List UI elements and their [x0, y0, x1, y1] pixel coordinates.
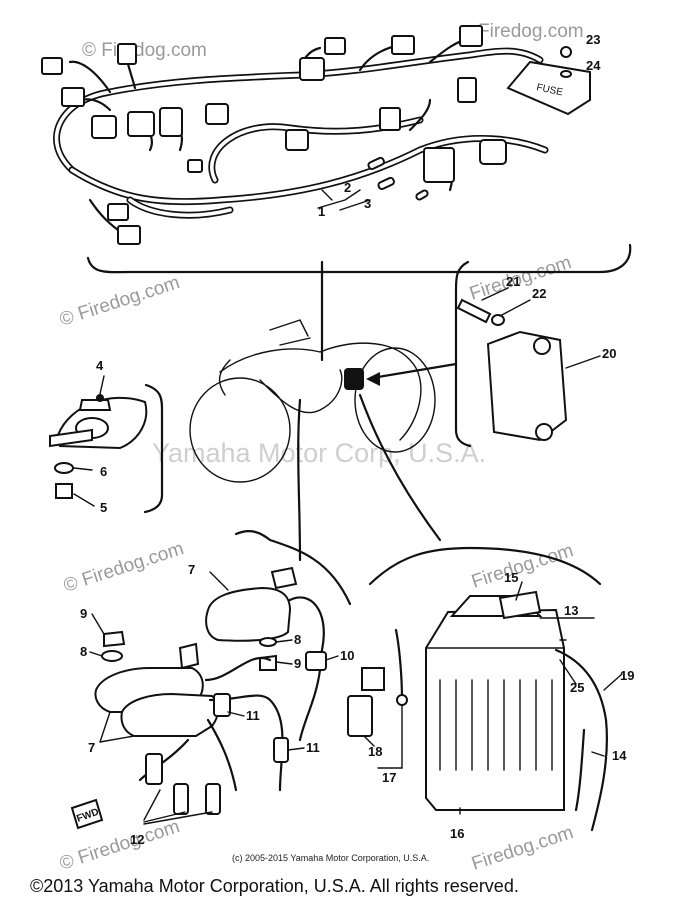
- group-bracket: [368, 546, 602, 586]
- callout-19: 19: [620, 668, 634, 683]
- callout-11: 11: [246, 708, 260, 723]
- callout-7: 7: [88, 740, 95, 755]
- watermark-yamaha: Yamaha Motor Corp, U.S.A.: [152, 438, 486, 468]
- leader-arrow: [370, 362, 458, 380]
- callout-2: 2: [344, 180, 351, 195]
- callout-4: 4: [96, 358, 104, 373]
- callout-numbers: 1 2 3 4 5 6 7 7 8 8 9 9 10 11 11 12 13 1…: [80, 32, 634, 847]
- callout-15: 15: [504, 570, 518, 585]
- watermark-firedog: © Firedog.com: [57, 272, 182, 331]
- callout-12: 12: [130, 832, 144, 847]
- regulator-location-marker: [344, 368, 364, 390]
- callout-20: 20: [602, 346, 616, 361]
- callout-7: 7: [188, 562, 195, 577]
- callout-24: 24: [586, 58, 601, 73]
- callout-16: 16: [450, 826, 464, 841]
- watermark-firedog: Firedog.com: [467, 252, 574, 305]
- watermark-firedog: Firedog.com: [478, 21, 584, 42]
- callout-11: 11: [306, 740, 320, 755]
- watermark-firedog: © Firedog.com: [82, 40, 207, 61]
- callout-23: 23: [586, 32, 600, 47]
- ignition-coils: FWD: [70, 566, 327, 830]
- callout-25: 25: [570, 680, 584, 695]
- callout-13: 13: [564, 603, 578, 618]
- watermark-firedog: Firedog.com: [469, 822, 576, 875]
- group-bracket: [86, 243, 632, 274]
- callout-17: 17: [382, 770, 396, 785]
- callout-21: 21: [506, 274, 520, 289]
- callout-8: 8: [80, 644, 87, 659]
- footer-copyright: ©2013 Yamaha Motor Corporation, U.S.A. A…: [30, 876, 519, 896]
- horn-assembly: [49, 375, 148, 507]
- callout-10: 10: [340, 648, 354, 663]
- callout-18: 18: [368, 744, 382, 759]
- callout-9: 9: [294, 656, 301, 671]
- voltage-regulator: [456, 287, 601, 442]
- watermark-firedog: © Firedog.com: [61, 538, 186, 597]
- group-bracket: [143, 383, 164, 514]
- leader-line: [297, 398, 302, 562]
- callout-1: 1: [318, 204, 325, 219]
- callout-8: 8: [294, 632, 301, 647]
- group-bracket: [454, 260, 472, 448]
- group-bracket: [234, 530, 352, 606]
- callout-6: 6: [100, 464, 107, 479]
- battery-assembly: [347, 581, 623, 832]
- callout-leaders: [89, 571, 403, 825]
- motorcycle-outline: [189, 319, 436, 483]
- leader-line: [358, 393, 442, 542]
- callout-14: 14: [612, 748, 627, 763]
- inline-copyright: (c) 2005-2015 Yamaha Motor Corporation, …: [232, 853, 429, 863]
- callout-5: 5: [100, 500, 107, 515]
- watermark-firedog: © Firedog.com: [57, 816, 182, 875]
- callout-22: 22: [532, 286, 546, 301]
- callout-3: 3: [364, 196, 371, 211]
- wire-harness: FUSE: [41, 25, 591, 245]
- fuse-box-label: FUSE: [535, 82, 564, 98]
- callout-9: 9: [80, 606, 87, 621]
